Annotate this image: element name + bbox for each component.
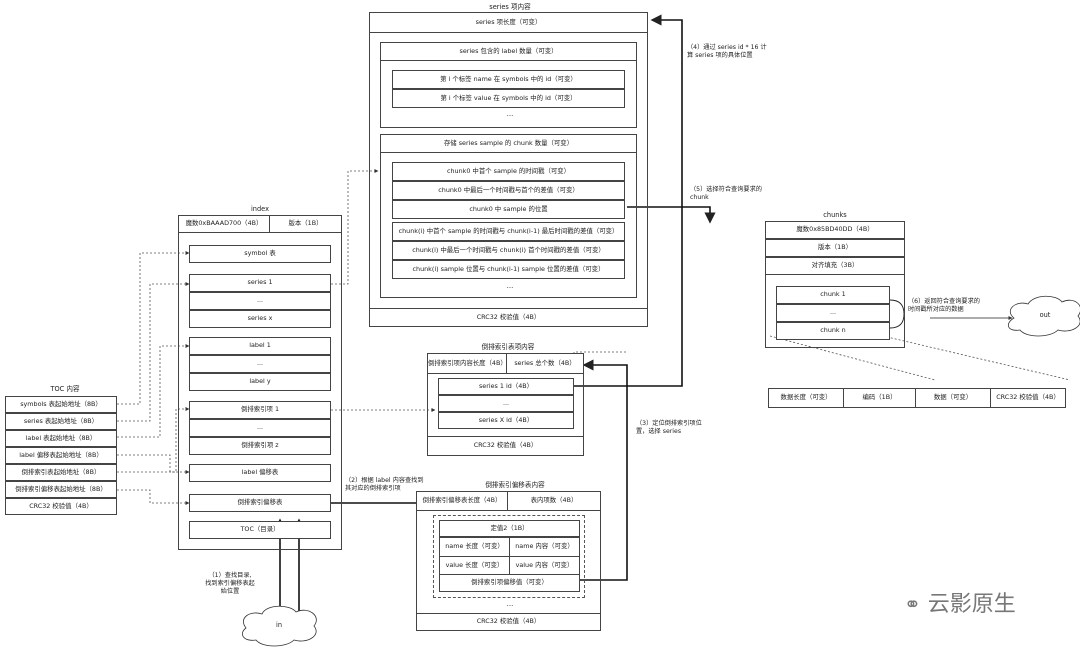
watermark-text: 云影原生 (927, 592, 1016, 617)
chunk0-pos-field: chunk0 中 sample 的位置 (392, 200, 625, 219)
posting-z-entry: 倒排索引项 z (189, 437, 331, 455)
out-label: out (1039, 311, 1051, 319)
toc-links (117, 169, 1071, 505)
label-y-entry: label y (189, 373, 331, 391)
watermark: ⚭ 云影原生 (904, 586, 1016, 618)
chunki-pos-diff-field: chunk(i) sample 位置与 chunk(i-1) sample 位置… (392, 260, 625, 279)
toc-title: TOC 内容 (50, 385, 80, 393)
label-1-entry: label 1 (189, 337, 331, 355)
chunk-n: chunk n (776, 322, 890, 340)
chunk-ellipsis: ... (776, 304, 890, 322)
postoff-value-len: value 长度（可变） (439, 556, 510, 575)
chunks-magic-field: 魔数0x85BD40DD（4B） (765, 221, 905, 239)
toc-item-crc: CRC32 校验值（4B） (5, 498, 117, 515)
postoff-count: 表内项数（4B） (507, 491, 601, 511)
postoff-value-content: value 内容（可变） (509, 556, 580, 575)
chunk0-first-ts-field: chunk0 中首个 sample 的时间戳（可变） (392, 162, 625, 181)
postoff-title: 倒排索引偏移表内容 (485, 481, 545, 489)
postoff-ellipsis: ... (506, 600, 514, 608)
postoff-offset: 倒排索引项偏移值（可变） (439, 574, 580, 592)
toc-entry: TOC（目录） (189, 521, 331, 539)
toc-item-symbols: symbols 表起始地址（8B） (5, 396, 117, 413)
index-magic-field: 魔数0xBAAAD700（4B） (178, 215, 270, 233)
toc-item-series: series 表起始地址（8B） (5, 413, 117, 430)
chunk-1: chunk 1 (776, 286, 890, 304)
chunks-title: chunks (823, 211, 847, 219)
postings-series-1-id: series 1 id（4B） (438, 378, 574, 395)
posting-1-entry: 倒排索引项 1 (189, 401, 331, 419)
posting-offset-table: 倒排索引偏移表 (189, 494, 331, 512)
chunk-field-encoding: 编码（1B） (843, 388, 916, 408)
postoff-length: 倒排索引偏移表长度（4B） (416, 491, 508, 511)
label-count-field: series 包含的 label 数量（可变） (380, 42, 637, 61)
chunk-ellipsis: ... (506, 282, 514, 290)
posting-ellipsis: ... (189, 419, 331, 437)
toc-item-label-offset: label 偏移表起始地址（8B） (5, 447, 117, 464)
chunks-padding-field: 对齐填充（3B） (765, 257, 905, 275)
postoff-entry-frame (433, 515, 585, 598)
series-section-title: series 项内容 (489, 3, 531, 11)
toc-item-label: label 表起始地址（8B） (5, 430, 117, 447)
label-ellipsis: ... (506, 110, 514, 118)
step-3-note: （3）定位倒排索引项位 置，选择 series (636, 420, 702, 436)
postoff-crc: CRC32 校验值（4B） (416, 613, 601, 631)
out-cloud (1007, 295, 1080, 337)
step-4-note: （4）通过 series id * 16 计 算 series 项的具体位置 (687, 44, 767, 60)
postings-crc: CRC32 校验值（4B） (427, 436, 584, 456)
postings-ellipsis: ... (438, 395, 574, 412)
postings-item-length: 倒排索引项内容长度（4B） (427, 353, 507, 374)
step-5-note: （5）选择符合查询要求的 chunk (690, 186, 762, 202)
series-ellipsis: ... (189, 292, 331, 310)
series-1-entry: series 1 (189, 274, 331, 292)
series-length-field: series 项长度（可变） (369, 12, 648, 33)
series-x-entry: series x (189, 310, 331, 328)
step-6-note: （6）返回符合查询要求的 时间戳所对应的数据 (908, 298, 980, 314)
postoff-fixed: 定值2（1B） (439, 520, 580, 537)
chunk0-last-diff-field: chunk0 中最后一个时间戳与首个的差值（可变） (392, 181, 625, 200)
symbol-table: symbol 表 (189, 245, 331, 263)
step-1-note: （1）查找目录, 找到索引偏移表起 始位置 (205, 572, 255, 596)
label-name-id-field: 第 i 个标签 name 在 symbols 中的 id（可变） (392, 70, 625, 89)
index-title: index (250, 205, 270, 213)
chunk-count-field: 存储 series sample 的 chunk 数量（可变） (380, 134, 637, 153)
chunks-version-field: 版本（1B） (765, 239, 905, 257)
wechat-icon: ⚭ (904, 592, 921, 616)
series-crc-field: CRC32 校验值（4B） (369, 308, 648, 327)
toc-item-postings-offset: 倒排索引偏移表起始地址（8B） (5, 481, 117, 498)
in-label: in (275, 621, 282, 629)
toc-item-postings: 倒排索引表起始地址（8B） (5, 464, 117, 481)
chunk-field-data: 数据（可变） (915, 388, 991, 408)
chunk-field-crc: CRC32 校验值（4B） (990, 388, 1066, 408)
postoff-name-content: name 内容（可变） (509, 537, 580, 557)
step-2-note: （2）根据 label 内容查找到 其对应的倒排索引项 (345, 477, 424, 493)
postings-title: 倒排索引表项内容 (481, 343, 535, 351)
index-version-field: 版本（1B） (269, 215, 342, 233)
chunki-first-diff-field: chunk(i) 中首个 sample 的时间戳与 chunk(i-1) 最后时… (392, 222, 625, 241)
in-cloud (242, 605, 317, 647)
label-ellipsis: ... (189, 355, 331, 373)
chunki-last-diff-field: chunk(i) 中最后一个时间戳与 chunk(i) 首个时间戳的差值（可变） (392, 241, 625, 260)
chunk-field-length: 数据长度（可变） (768, 388, 844, 408)
label-value-id-field: 第 i 个标签 value 在 symbols 中的 id（可变） (392, 89, 625, 108)
label-offset-table: label 偏移表 (189, 464, 331, 482)
postings-series-count: series 总个数（4B） (506, 353, 584, 374)
postings-series-x-id: series X id（4B） (438, 412, 574, 429)
postoff-name-len: name 长度（可变） (439, 537, 510, 557)
